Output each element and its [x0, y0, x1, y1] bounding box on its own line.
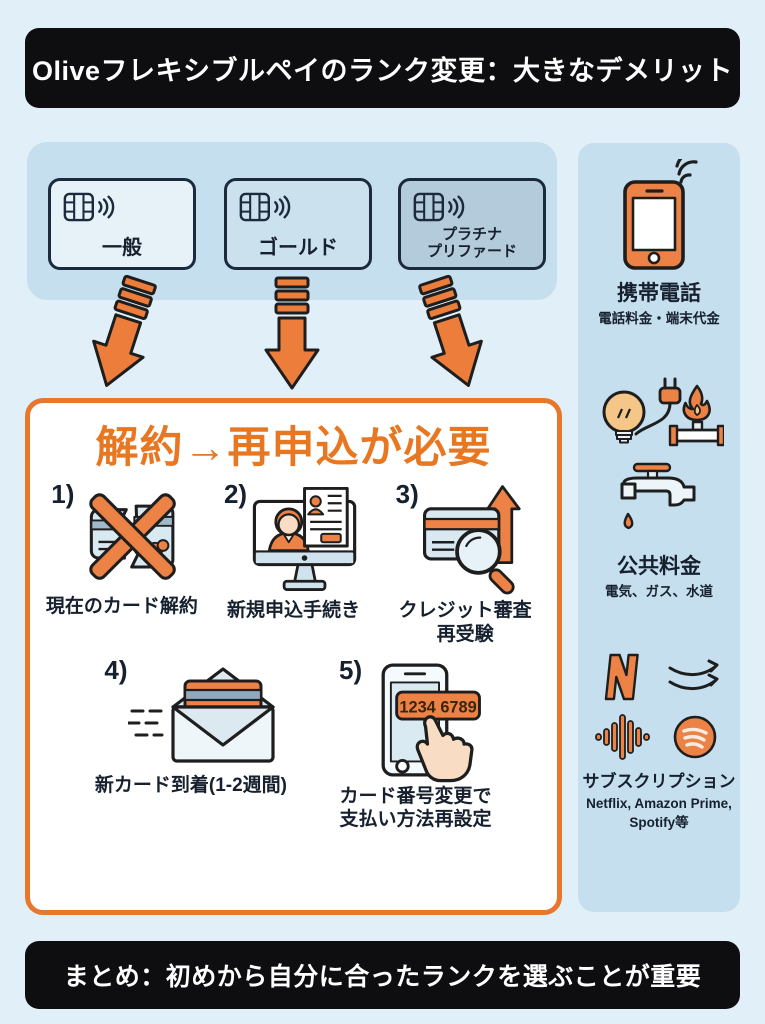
down-arrow-icon	[92, 274, 157, 387]
section-subscriptions: サブスクリプション Netflix, Amazon Prime, Spotify…	[583, 651, 736, 831]
card-chip-icon	[239, 192, 291, 222]
step-number: 4)	[104, 654, 128, 685]
step-label: クレジット審査 再受験	[398, 600, 532, 645]
step-label: カード番号変更で 支払い方法再設定	[339, 785, 492, 831]
section-caption: Netflix, Amazon Prime, Spotify等	[586, 796, 732, 830]
card-chip-icon	[413, 192, 465, 222]
spotify-icon	[673, 716, 717, 759]
rank-card-platinum: プラチナ プリファード	[398, 178, 546, 270]
step-label: 新カード到着(1-2週間)	[94, 774, 287, 796]
header-banner: Oliveフレキシブルペイのランク変更：大きなデメリット	[25, 28, 740, 108]
audio-wave-icon	[595, 714, 650, 761]
step-label: 現在のカード解約	[45, 596, 198, 617]
step-card-arrival: 4) 新カード到着(1-2週間)	[94, 654, 287, 833]
footer-title: まとめ：初めから自分に合ったランクを選ぶことが重要	[63, 963, 702, 991]
online-application-icon	[252, 486, 357, 591]
step-number: 1)	[51, 479, 75, 509]
section-caption: 電話料金・端末代金	[598, 311, 720, 326]
rank-card-gold: ゴールド	[224, 178, 372, 270]
down-arrow-icon	[418, 274, 483, 387]
utilities-icon	[602, 377, 724, 530]
rank-card-general: 一般	[48, 178, 196, 270]
header-title: Oliveフレキシブルペイのランク変更：大きなデメリット	[31, 55, 734, 86]
process-title: 解約→再申込が必要	[95, 424, 492, 472]
rank-card-label: 一般	[102, 236, 142, 259]
section-title: 公共料金	[617, 555, 701, 579]
down-arrow-icon	[264, 276, 320, 390]
card-number-text: 1234 6789	[400, 698, 477, 716]
mail-delivery-icon	[127, 666, 275, 763]
step-cancel-card: 1)	[36, 479, 208, 647]
rank-cards-panel: 一般 ゴールド プラチナ プリファード	[27, 142, 557, 300]
step-number: 5)	[339, 654, 363, 685]
step-credit-check: 3) クレジット審査 再受験	[379, 479, 551, 647]
process-steps-row-2: 4) 新カード到着(1-2週間)	[30, 654, 557, 833]
card-chip-icon	[63, 192, 115, 222]
section-title: サブスクリプション	[582, 772, 736, 792]
rank-card-label: プラチナ プリファード	[426, 226, 517, 261]
cancellation-process-box: 解約→再申込が必要 1)	[25, 398, 562, 915]
section-title: 携帯電話	[617, 282, 701, 305]
payment-categories-sidebar: 携帯電話 電話料金・端末代金	[578, 143, 740, 912]
section-mobile-phone: 携帯電話 電話料金・端末代金	[598, 159, 720, 328]
renumber-phone-icon: 1234 6789	[381, 662, 482, 782]
netflix-icon	[604, 654, 639, 701]
footer-banner: まとめ：初めから自分に合ったランクを選ぶことが重要	[25, 941, 740, 1009]
amazon-icon	[668, 659, 719, 691]
step-renumber-payments: 5) 1234 6789 カード番号変更で 支払い方法再設定	[339, 654, 492, 833]
subscription-icons	[594, 651, 724, 761]
rank-card-label: ゴールド	[258, 236, 338, 259]
step-new-application: 2)	[208, 479, 380, 647]
step-number: 2)	[223, 479, 248, 509]
step-label: 新規申込手続き	[227, 600, 361, 621]
cancelled-card-icon	[89, 493, 177, 580]
mobile-phone-icon	[623, 159, 698, 270]
process-steps-row-1: 1)	[30, 479, 557, 647]
section-caption: 電気、ガス、水道	[605, 584, 713, 600]
step-number: 3)	[395, 479, 419, 509]
section-utilities: 公共料金 電気、ガス、水道	[594, 372, 724, 601]
credit-check-icon	[422, 485, 521, 595]
